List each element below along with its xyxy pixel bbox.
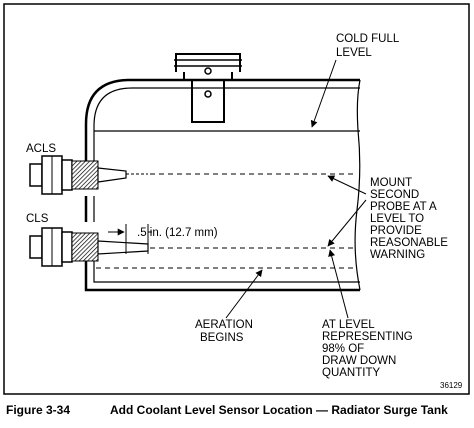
aeration-leader xyxy=(225,269,263,319)
draw-down-leader xyxy=(328,249,349,319)
at-level-label-line3: 98% OF xyxy=(322,343,364,355)
aeration-label-line2: BEGINS xyxy=(200,332,244,344)
mount-label-line7: WARNING xyxy=(370,249,425,261)
cold-full-leader xyxy=(310,59,337,128)
figure-frame xyxy=(3,3,470,395)
tank-body xyxy=(84,78,361,292)
cls-label: CLS xyxy=(26,213,49,225)
caption-title: Add Coolant Level Sensor Location — Radi… xyxy=(110,403,448,417)
cold-full-label-line2: LEVEL xyxy=(336,47,372,59)
mount-label-line3: PROBE AT A xyxy=(370,201,437,213)
cls-sensor xyxy=(29,227,149,267)
acls-label: ACLS xyxy=(26,143,56,155)
mount-label-line5: PROVIDE xyxy=(370,225,422,237)
dimension-label: .5 in. (12.7 mm) xyxy=(137,227,218,239)
caption-number: Figure 3-34 xyxy=(6,403,70,417)
filler-cap xyxy=(174,53,242,123)
aeration-label-line1: AERATION xyxy=(195,319,253,331)
at-level-label-line5: QUANTITY xyxy=(322,367,380,379)
mount-label-line6: REASONABLE xyxy=(370,237,448,249)
at-level-label-line4: DRAW DOWN xyxy=(322,355,396,367)
dimension-marker xyxy=(108,224,152,254)
acls-sensor xyxy=(29,155,148,195)
mount-label-line2: SECOND xyxy=(370,189,419,201)
at-level-label-line2: REPRESENTING xyxy=(322,331,413,343)
mount-label-line1: MOUNT xyxy=(370,177,412,189)
mount-leader-upper xyxy=(327,175,367,195)
mount-leader-lower xyxy=(327,199,367,247)
at-level-label-line1: AT LEVEL xyxy=(322,319,375,331)
mount-label-line4: LEVEL TO xyxy=(370,213,424,225)
cold-full-label-line1: COLD FULL xyxy=(336,33,400,45)
figure-id-label: 36129 xyxy=(440,381,463,390)
